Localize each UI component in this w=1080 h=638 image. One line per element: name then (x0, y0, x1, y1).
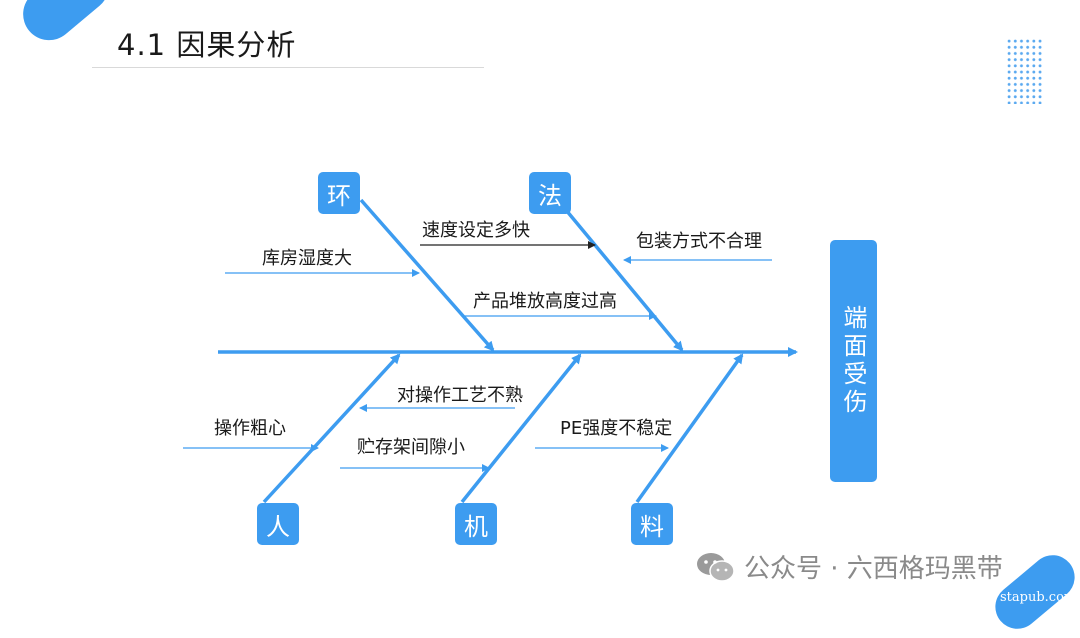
page-title: 4.1 因果分析 (117, 28, 297, 62)
effect-label: 端面受伤 (839, 305, 867, 417)
category-box-material: 料 (631, 503, 673, 545)
watermark-text: 公众号 · 六西格玛黑带 (744, 554, 1003, 584)
watermark: 公众号 · 六西格玛黑带 (696, 548, 1003, 585)
category-box-env: 环 (318, 172, 360, 214)
bone-people (262, 353, 401, 504)
bone-material (635, 353, 744, 504)
title-divider (92, 67, 484, 68)
site-label: stapub.com (1000, 590, 1077, 605)
dot-grid-decoration (1006, 38, 1042, 104)
cause-warehouse-humidity: 库房湿度大 (262, 248, 352, 269)
bone-method (564, 208, 684, 352)
cause-process-unfamiliar: 对操作工艺不熟 (397, 385, 523, 406)
bone-env (359, 198, 495, 352)
category-box-people: 人 (257, 503, 299, 545)
wechat-icon (697, 552, 735, 582)
cause-speed-setting: 速度设定多快 (422, 220, 530, 241)
cause-stack-height: 产品堆放高度过高 (473, 291, 617, 312)
category-box-method: 法 (529, 172, 571, 214)
category-box-machine: 机 (455, 503, 497, 545)
bone-machine (460, 353, 582, 504)
effect-box: 端面受伤 (830, 240, 877, 482)
cause-rack-gap: 贮存架间隙小 (357, 437, 465, 458)
cause-pe-strength: PE强度不稳定 (560, 418, 673, 439)
cause-packaging: 包装方式不合理 (636, 231, 762, 252)
cause-careless: 操作粗心 (214, 418, 286, 439)
fishbone-diagram (183, 198, 798, 504)
